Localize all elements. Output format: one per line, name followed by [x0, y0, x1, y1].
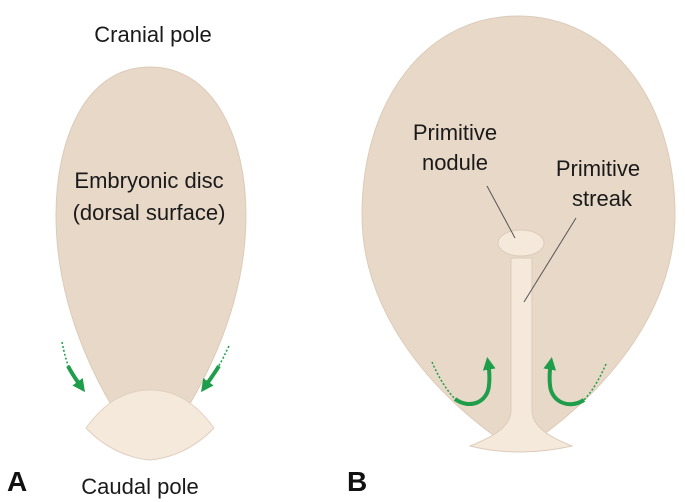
disc-label-line2: (dorsal surface) — [73, 200, 226, 225]
left-dashed-trail-b — [431, 361, 457, 401]
panel-letter-a: A — [7, 466, 27, 497]
primitive-streak — [468, 257, 574, 453]
left-migration-arrow-a — [66, 365, 85, 393]
nodule-pointer-line — [486, 185, 516, 239]
right-curved-arrow-b — [543, 356, 586, 407]
nodule-label-line1: Primitive — [413, 120, 497, 145]
panel-a: Cranial pole Embryonic disc (dorsal surf… — [7, 22, 247, 499]
left-dashed-trail-a — [61, 341, 70, 369]
right-dashed-trail-b — [582, 363, 607, 402]
streak-pointer-line — [523, 217, 577, 303]
primitive-nodule — [497, 229, 545, 257]
panel-b: Primitive nodule Primitive streak B — [347, 15, 676, 497]
disc-label-line1: Embryonic disc — [74, 168, 223, 193]
streak-label-line1: Primitive — [556, 156, 640, 181]
nodule-label-line2: nodule — [422, 150, 488, 175]
left-curved-arrow-b — [453, 356, 496, 406]
streak-label-line2: streak — [572, 186, 633, 211]
caudal-region-a — [85, 389, 215, 461]
panel-letter-b: B — [347, 466, 367, 497]
cranial-pole-label: Cranial pole — [94, 22, 211, 47]
right-migration-arrow-a — [201, 364, 221, 393]
caudal-pole-label: Caudal pole — [81, 474, 198, 499]
right-dashed-trail-a — [217, 345, 230, 368]
